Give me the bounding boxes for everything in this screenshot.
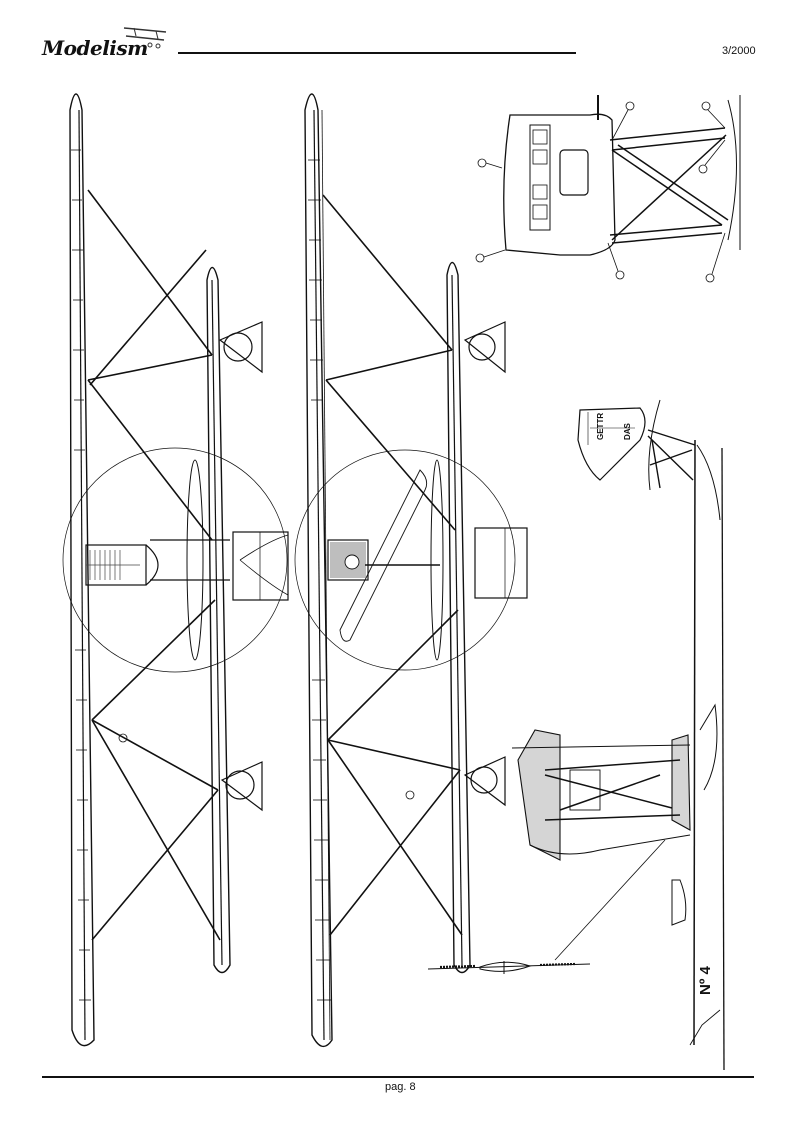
propeller-detail xyxy=(427,961,591,974)
fuselage-marking: Nº 4 xyxy=(697,966,714,995)
tail-marking-1: GETTR xyxy=(596,413,605,440)
plan-view-left xyxy=(62,93,289,1047)
page-number: pag. 8 xyxy=(385,1081,416,1093)
engine-detail xyxy=(475,95,741,283)
magazine-logo: Modelism xyxy=(42,36,148,60)
issue-number: 3/2000 xyxy=(722,45,756,57)
header-rule xyxy=(178,52,576,54)
biplane-logo-icon xyxy=(123,27,167,49)
tail-marking-2: DAS xyxy=(623,422,632,440)
footer-rule xyxy=(42,1076,754,1078)
side-view: Nº 4 GETTR DAS xyxy=(511,399,725,1071)
plan-view-center xyxy=(294,93,528,1048)
